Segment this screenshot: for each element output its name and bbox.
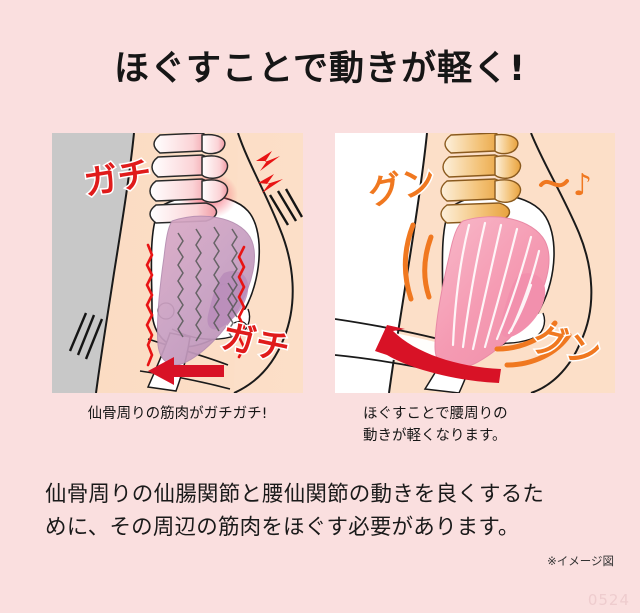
tense-anatomy-illustration: ガチ ガチ xyxy=(52,133,303,393)
relaxed-anatomy-illustration: ♪ グン グン xyxy=(335,133,615,393)
body-paragraph: 仙骨周りの仙腸関節と腰仙関節の動きを良くするた めに、その周辺の筋肉をほぐす必要… xyxy=(45,478,605,545)
caption-left: 仙骨周りの筋肉がガチガチ! xyxy=(87,406,268,422)
panel-relaxed-state: ♪ グン グン xyxy=(335,133,615,393)
watermark-number: 0524 xyxy=(587,591,630,609)
caption-right: ほぐすことで腰周りの 動きが軽くなります。 xyxy=(335,404,615,448)
page-title: ほぐすことで動きが軽く! xyxy=(114,49,526,89)
music-note-icon: ♪ xyxy=(573,168,592,203)
caption-right-line2: 動きが軽くなります。 xyxy=(363,427,507,444)
panel-tense-state: ガチ ガチ xyxy=(52,133,303,393)
caption-right-line1: ほぐすことで腰周りの xyxy=(363,406,508,422)
body-line-2: めに、その周辺の筋肉をほぐす必要があります。 xyxy=(45,515,520,541)
footnote-image-disclaimer: ※イメージ図 xyxy=(547,554,614,568)
body-line-1: 仙骨周りの仙腸関節と腰仙関節の動きを良くするた xyxy=(45,482,545,507)
